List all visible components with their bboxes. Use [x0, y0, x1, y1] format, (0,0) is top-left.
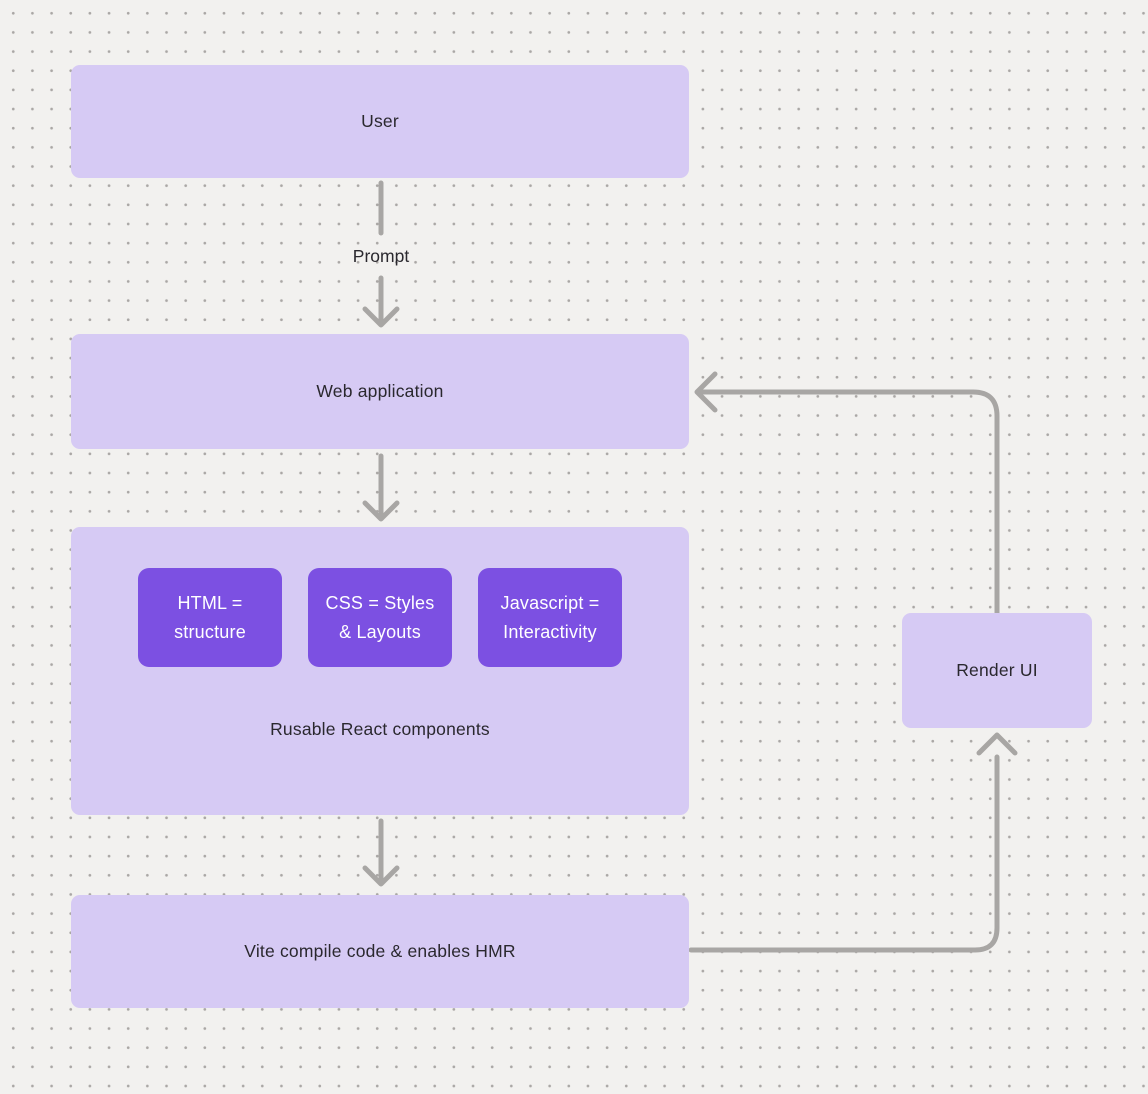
node-css: CSS = Styles & Layouts [308, 568, 452, 667]
arrow-render-to-web [698, 389, 1000, 616]
node-javascript-label-line2: Interactivity [503, 621, 597, 642]
node-html: HTML = structure [138, 568, 282, 667]
node-vite: Vite compile code & enables HMR [71, 895, 689, 1008]
node-components-group: HTML = structure CSS = Styles & Layouts … [71, 527, 689, 815]
node-html-label-line1: HTML = [177, 592, 243, 613]
node-css-label-line1: CSS = Styles [325, 592, 435, 613]
arrowhead-down-web [362, 306, 400, 328]
components-caption: Rusable React components [270, 719, 490, 739]
arrowhead-left-web [694, 371, 718, 413]
node-javascript: Javascript = Interactivity [478, 568, 622, 667]
node-vite-label: Vite compile code & enables HMR [244, 941, 516, 961]
node-user: User [71, 65, 689, 178]
node-web-application-label: Web application [316, 381, 444, 401]
node-html-label-line2: structure [174, 621, 246, 642]
node-css-label-line2: & Layouts [339, 621, 421, 642]
arrowhead-down-components [362, 500, 400, 522]
node-web-application: Web application [71, 334, 689, 449]
node-render-ui-label: Render UI [956, 660, 1038, 680]
node-render-ui: Render UI [902, 613, 1092, 728]
arrowhead-up-render [976, 732, 1018, 756]
node-user-label: User [361, 111, 399, 131]
edge-label-prompt: Prompt [352, 246, 410, 266]
arrowhead-down-vite [362, 865, 400, 887]
node-javascript-label-line1: Javascript = [500, 592, 600, 613]
arrow-vite-to-render [688, 754, 1000, 953]
